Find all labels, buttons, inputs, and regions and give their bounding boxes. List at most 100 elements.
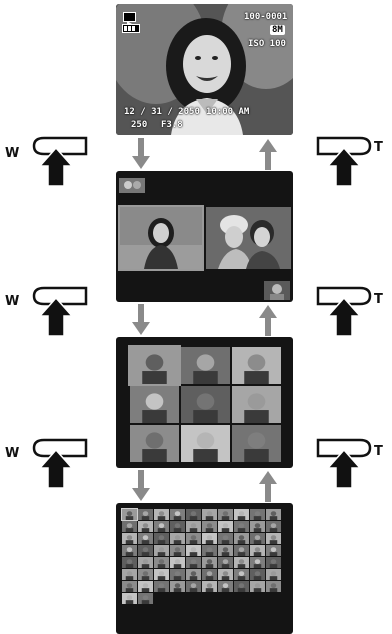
frame-thumbnail[interactable] [122,521,137,532]
frame-thumbnail[interactable] [181,386,230,423]
frame-thumbnail[interactable] [154,533,169,544]
zoom-lever-wide-icon[interactable] [30,286,90,338]
frame-thumbnail[interactable] [170,569,185,580]
frame-thumbnail[interactable] [186,545,201,556]
wide-label: W [5,294,20,309]
frame-thumbnail[interactable] [186,557,201,568]
frame-thumbnail[interactable] [186,569,201,580]
frame-thumbnail[interactable] [218,581,233,592]
frame-thumbnail[interactable] [206,207,291,269]
zoom-lever-tele-icon[interactable] [314,286,374,338]
frame-thumbnail[interactable] [266,545,281,556]
frame-thumbnail[interactable] [138,545,153,556]
frame-thumbnail[interactable] [154,581,169,592]
zoom-lever-tele-icon[interactable] [314,438,374,490]
frame-thumbnail[interactable] [250,533,265,544]
frame-thumbnail[interactable] [218,533,233,544]
frame-thumbnail[interactable] [138,593,153,604]
zoom-lever-wide-icon[interactable] [30,136,90,188]
arrow-up-icon [259,305,277,336]
frame-thumbnail[interactable] [138,557,153,568]
frame-thumbnail[interactable] [202,521,217,532]
selected-frame[interactable] [121,508,138,521]
frame-thumbnail[interactable] [234,545,249,556]
frame-thumbnail[interactable] [138,509,153,520]
frame-thumbnail[interactable] [218,569,233,580]
frame-thumbnail[interactable] [186,521,201,532]
frame-thumbnail[interactable] [218,557,233,568]
arrow-up-icon [259,471,277,502]
frame-thumbnail[interactable] [266,509,281,520]
frame-thumbnail[interactable] [122,593,137,604]
frame-thumbnail[interactable] [218,545,233,556]
frame-thumbnail[interactable] [266,557,281,568]
frame-thumbnail[interactable] [186,533,201,544]
frame-thumbnail[interactable] [266,581,281,592]
frame-thumbnail[interactable] [122,545,137,556]
frame-thumbnail[interactable] [130,425,179,462]
frame-thumbnail[interactable] [250,569,265,580]
frame-thumbnail[interactable] [202,545,217,556]
aperture-readout: F3.8 [161,120,183,130]
frame-thumbnail[interactable] [186,509,201,520]
frame-thumbnail[interactable] [181,347,230,384]
frame-thumbnail[interactable] [138,569,153,580]
frame-thumbnail[interactable] [234,557,249,568]
frame-thumbnail[interactable] [202,569,217,580]
wide-label: W [5,446,20,461]
frame-thumbnail[interactable] [202,509,217,520]
frame-thumbnail[interactable] [250,545,265,556]
frame-thumbnail[interactable] [232,347,281,384]
frame-thumbnail[interactable] [250,509,265,520]
frame-thumbnail[interactable] [170,581,185,592]
selected-frame[interactable] [128,345,181,386]
tele-label: T [374,140,383,155]
frame-thumbnail[interactable] [250,557,265,568]
zoom-lever-wide-icon[interactable] [30,438,90,490]
frame-thumbnail[interactable] [138,533,153,544]
frame-thumbnail[interactable] [266,533,281,544]
frame-thumbnail[interactable] [232,425,281,462]
frame-thumbnail[interactable] [170,533,185,544]
mini-thumbnail [119,178,145,193]
frame-thumbnail[interactable] [154,569,169,580]
frame-thumbnail[interactable] [234,569,249,580]
frame-thumbnail[interactable] [122,569,137,580]
date-readout: 12 / 31 / 2050 [124,107,200,117]
wide-label: W [5,146,20,161]
frame-thumbnail[interactable] [234,581,249,592]
frame-thumbnail[interactable] [170,557,185,568]
frame-thumbnail[interactable] [154,557,169,568]
frame-thumbnail[interactable] [202,581,217,592]
frame-thumbnail[interactable] [138,521,153,532]
frame-thumbnail[interactable] [234,533,249,544]
tele-label: T [374,444,383,459]
frame-thumbnail[interactable] [154,521,169,532]
frame-thumbnail[interactable] [250,581,265,592]
frame-thumbnail[interactable] [122,557,137,568]
frame-thumbnail[interactable] [122,533,137,544]
frame-thumbnail[interactable] [218,509,233,520]
frame-thumbnail[interactable] [154,545,169,556]
frame-thumbnail[interactable] [232,386,281,423]
frame-thumbnail[interactable] [130,386,179,423]
frame-thumbnail[interactable] [266,569,281,580]
frame-thumbnail[interactable] [234,521,249,532]
frame-thumbnail[interactable] [234,509,249,520]
frame-thumbnail[interactable] [154,509,169,520]
frame-thumbnail[interactable] [170,509,185,520]
frame-thumbnail[interactable] [218,521,233,532]
frame-thumbnail[interactable] [170,545,185,556]
frame-thumbnail[interactable] [202,533,217,544]
battery-icon [122,24,140,33]
frame-thumbnail[interactable] [266,521,281,532]
frame-thumbnail[interactable] [181,425,230,462]
frame-thumbnail[interactable] [122,581,137,592]
frame-thumbnail[interactable] [202,557,217,568]
frame-thumbnail[interactable] [170,521,185,532]
selected-frame[interactable] [118,205,204,271]
frame-thumbnail[interactable] [250,521,265,532]
frame-thumbnail[interactable] [138,581,153,592]
zoom-lever-tele-icon[interactable] [314,136,374,188]
frame-thumbnail[interactable] [186,581,201,592]
